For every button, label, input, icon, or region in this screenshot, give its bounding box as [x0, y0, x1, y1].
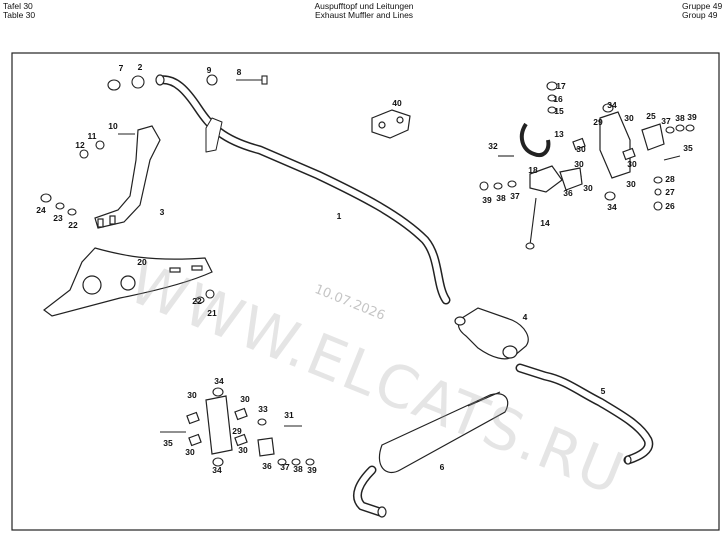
- part-number-label: 30: [185, 447, 195, 457]
- part-number-label: 21: [207, 308, 217, 318]
- part-number-label: 35: [683, 143, 693, 153]
- part-number-label: 22: [192, 296, 202, 306]
- part-number-label: 31: [284, 410, 294, 420]
- part-number-label: 30: [627, 159, 637, 169]
- part-number-label: 26: [665, 201, 675, 211]
- part-number-label: 30: [238, 445, 248, 455]
- header-title-de: Auspufftopf und Leitungen: [314, 1, 414, 11]
- header-title: Auspufftopf und Leitungen Exhaust Muffle…: [0, 2, 728, 20]
- hanger-assembly-lower: [186, 395, 275, 457]
- mounting-plate-20: [43, 247, 213, 317]
- part-number-label: 30: [187, 390, 197, 400]
- part-number-label: 12: [75, 140, 85, 150]
- part-number-label: 6: [439, 462, 445, 472]
- part-number-label: 28: [665, 174, 675, 184]
- part-number-label: 1: [336, 211, 342, 221]
- header-group-label: Gruppe 49 Group 49: [682, 2, 722, 20]
- part-number-label: 40: [392, 98, 402, 108]
- part-number-label: 14: [540, 218, 550, 228]
- part-number-label: 39: [687, 112, 697, 122]
- header-table-label: Tafel 30 Table 30: [3, 2, 35, 20]
- part-number-label: 10: [108, 121, 118, 131]
- part-number-label: 37: [280, 462, 290, 472]
- part-number-label: 37: [510, 191, 520, 201]
- exhaust-pipe-rear: [515, 363, 654, 465]
- part-number-label: 22: [68, 220, 78, 230]
- part-number-label: 11: [87, 131, 97, 141]
- header-group-de: Gruppe 49: [682, 1, 723, 11]
- part-number-label: 30: [583, 183, 593, 193]
- part-number-label: 33: [258, 404, 268, 414]
- part-number-label: 9: [206, 65, 212, 75]
- part-number-label: 37: [661, 116, 671, 126]
- front-muffler: [454, 307, 529, 360]
- part-number-label: 7: [118, 63, 124, 73]
- part-number-label: 34: [607, 100, 617, 110]
- part-number-label: 17: [556, 81, 566, 91]
- part-number-label: 3: [159, 207, 165, 217]
- part-number-label: 18: [528, 165, 538, 175]
- part-number-label: 4: [522, 312, 528, 322]
- part-number-label: 20: [137, 257, 147, 267]
- rear-muffler: [353, 391, 509, 518]
- header-table-en: Table 30: [3, 10, 36, 20]
- part-number-label: 38: [496, 193, 506, 203]
- part-number-label: 35: [163, 438, 173, 448]
- part-number-label: 39: [482, 195, 492, 205]
- part-number-label: 16: [553, 94, 563, 104]
- exhaust-pipe-front: [155, 74, 451, 305]
- part-number-label: 32: [488, 141, 498, 151]
- part-number-label: 2: [137, 62, 143, 72]
- rubber-mount-40: [371, 109, 411, 139]
- header-title-en: Exhaust Muffler and Lines: [314, 10, 414, 20]
- part-number-label: 30: [626, 179, 636, 189]
- part-number-label: 30: [624, 113, 634, 123]
- part-number-label: 38: [675, 113, 685, 123]
- clamp-13: [519, 122, 551, 157]
- part-number-label: 34: [214, 376, 224, 386]
- part-number-label: 24: [36, 205, 46, 215]
- part-number-label: 27: [665, 187, 675, 197]
- part-number-label: 5: [600, 386, 606, 396]
- part-number-label: 8: [236, 67, 242, 77]
- diagram-frame: [11, 52, 720, 531]
- header-group-en: Group 49: [682, 10, 718, 20]
- part-number-label: 34: [607, 202, 617, 212]
- part-number-label: 29: [593, 117, 603, 127]
- header-table-de: Tafel 30: [3, 1, 33, 11]
- part-number-label: 13: [554, 129, 564, 139]
- bracket-3: [94, 125, 161, 229]
- part-number-label: 36: [262, 461, 272, 471]
- part-number-label: 23: [53, 213, 63, 223]
- hanger-assembly-upper: [529, 111, 665, 193]
- part-number-label: 29: [232, 426, 242, 436]
- part-number-label: 36: [563, 188, 573, 198]
- part-number-label: 25: [646, 111, 656, 121]
- fasteners: [40, 74, 695, 467]
- part-number-label: 38: [293, 464, 303, 474]
- part-number-label: 30: [240, 394, 250, 404]
- part-number-label: 39: [307, 465, 317, 475]
- part-number-label: 30: [576, 144, 586, 154]
- part-number-label: 15: [554, 106, 564, 116]
- part-number-label: 34: [212, 465, 222, 475]
- part-number-label: 30: [574, 159, 584, 169]
